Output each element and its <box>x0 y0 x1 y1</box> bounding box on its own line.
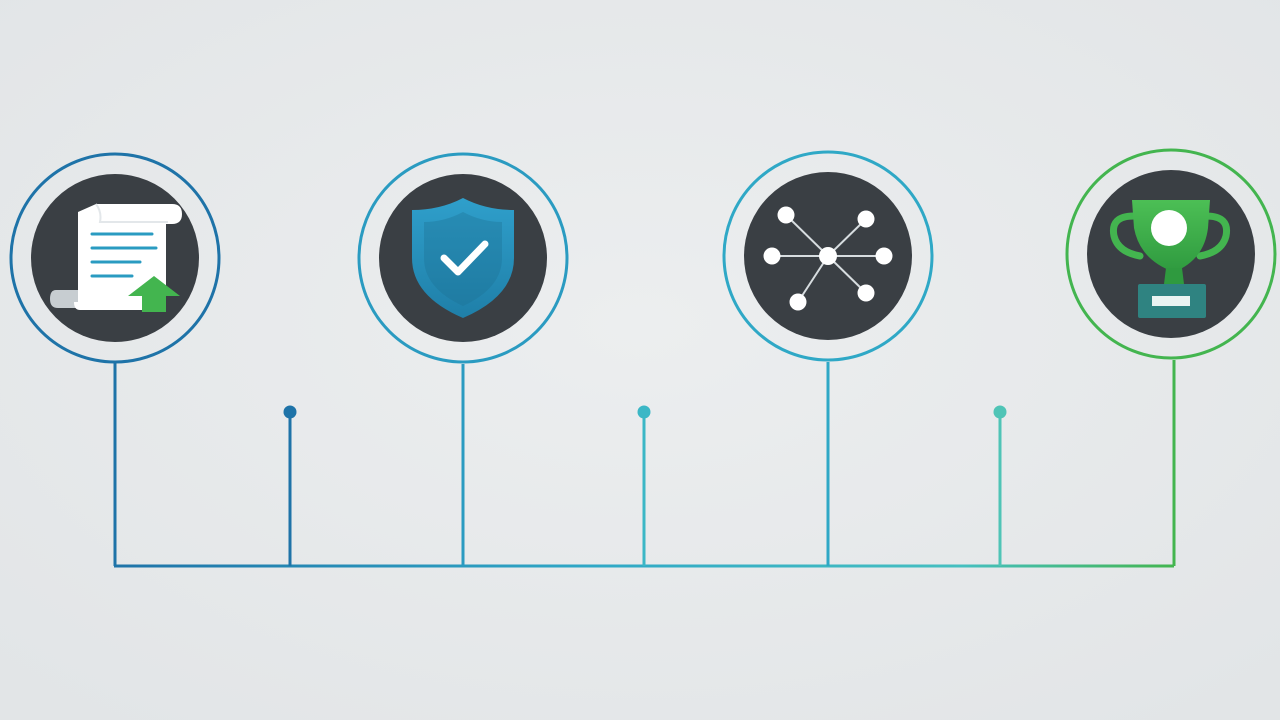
milestone-ring <box>1065 148 1277 360</box>
milestone-ring <box>357 152 569 364</box>
milestone-security-check <box>357 152 569 566</box>
trophy-icon <box>1109 200 1231 318</box>
milestone-document-upload <box>9 152 221 566</box>
network-nodes-icon <box>763 206 893 311</box>
milestone-network <box>722 150 934 566</box>
minor-tick-2 <box>637 405 651 566</box>
document-upload-icon <box>50 203 182 312</box>
minor-tick-1 <box>283 405 297 566</box>
minor-tick-3 <box>993 405 1007 566</box>
shield-check-icon <box>412 198 514 318</box>
milestone-ring <box>9 152 221 364</box>
milestone-trophy <box>1065 148 1277 566</box>
milestone-ring <box>722 150 934 362</box>
